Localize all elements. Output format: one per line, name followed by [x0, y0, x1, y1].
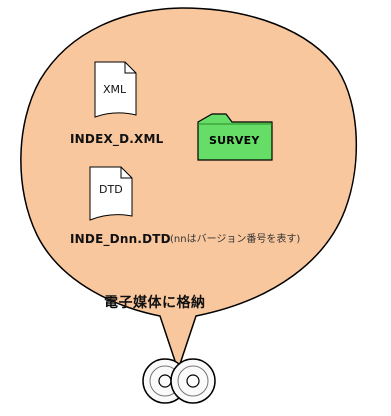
content-bubble — [20, 7, 358, 373]
xml-document-icon — [94, 61, 137, 118]
storage-caption: 電子媒体に格納 — [104, 295, 206, 311]
xml-file-name: INDEX_D.XML — [70, 132, 164, 146]
xml-file-tag: XML — [103, 83, 127, 96]
disc-icon-front — [170, 358, 216, 404]
dtd-file-tag: DTD — [99, 183, 123, 196]
survey-folder-label: SURVEY — [209, 134, 260, 147]
survey-folder-icon — [197, 113, 273, 161]
dtd-file-name: INDE_Dnn.DTD — [70, 232, 171, 246]
dtd-document-icon — [89, 166, 133, 221]
dtd-version-note: (nnはバージョン番号を表す) — [170, 234, 301, 245]
